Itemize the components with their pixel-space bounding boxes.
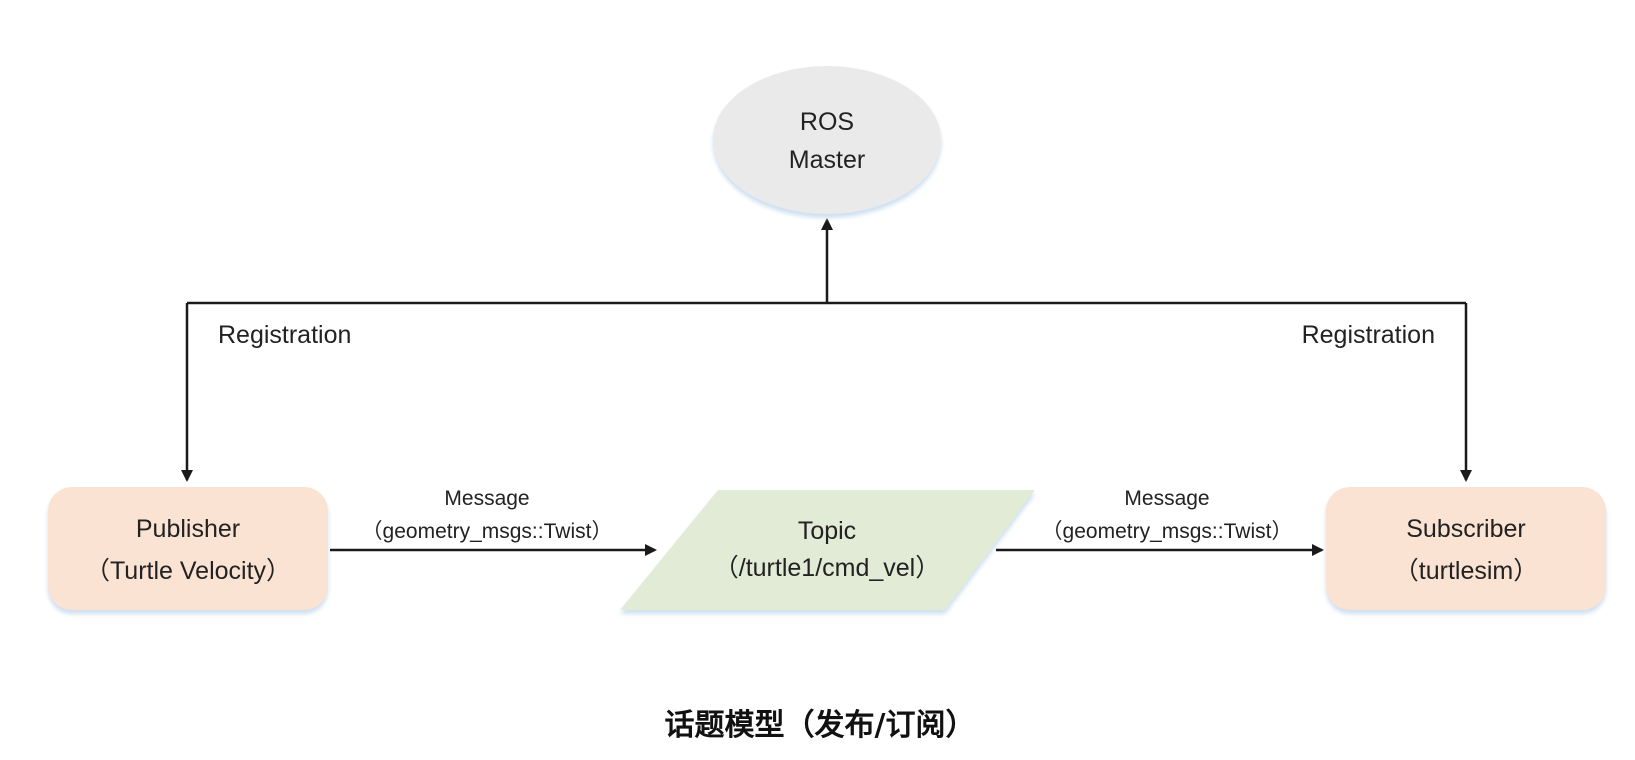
publisher-box [48,487,328,610]
topic-label-line1: Topic [798,517,856,545]
publisher-node: Publisher （Turtle Velocity） [48,487,328,610]
subscriber-label-line2: （turtlesim） [1394,557,1538,585]
topic-parallelogram [620,490,1035,610]
registration-right-label: Registration [1302,321,1435,349]
diagram-caption: 话题模型（发布/订阅） [665,708,976,743]
registration-left-label: Registration [218,321,351,349]
subscriber-node: Subscriber （turtlesim） [1326,487,1606,610]
publisher-label-line1: Publisher [136,515,240,543]
registration-edges [181,218,1472,482]
topic-label-line2: （/turtle1/cmd_vel） [714,554,940,582]
subscriber-label-line1: Subscriber [1406,515,1526,543]
ros-master-ellipse [713,66,941,214]
message-right-label-line2: （geometry_msgs::Twist） [1042,520,1293,543]
message-left-label-line1: Message [444,487,529,510]
topic-node: Topic （/turtle1/cmd_vel） [620,490,1035,610]
ros-master-node: ROS Master [713,66,941,214]
publisher-label-line2: （Turtle Velocity） [85,557,291,585]
subscriber-box [1326,487,1606,610]
ros-master-label-line2: Master [789,146,865,174]
message-right-label-line1: Message [1124,487,1209,510]
ros-master-label-line1: ROS [800,108,854,136]
message-left-label-line2: （geometry_msgs::Twist） [362,520,613,543]
